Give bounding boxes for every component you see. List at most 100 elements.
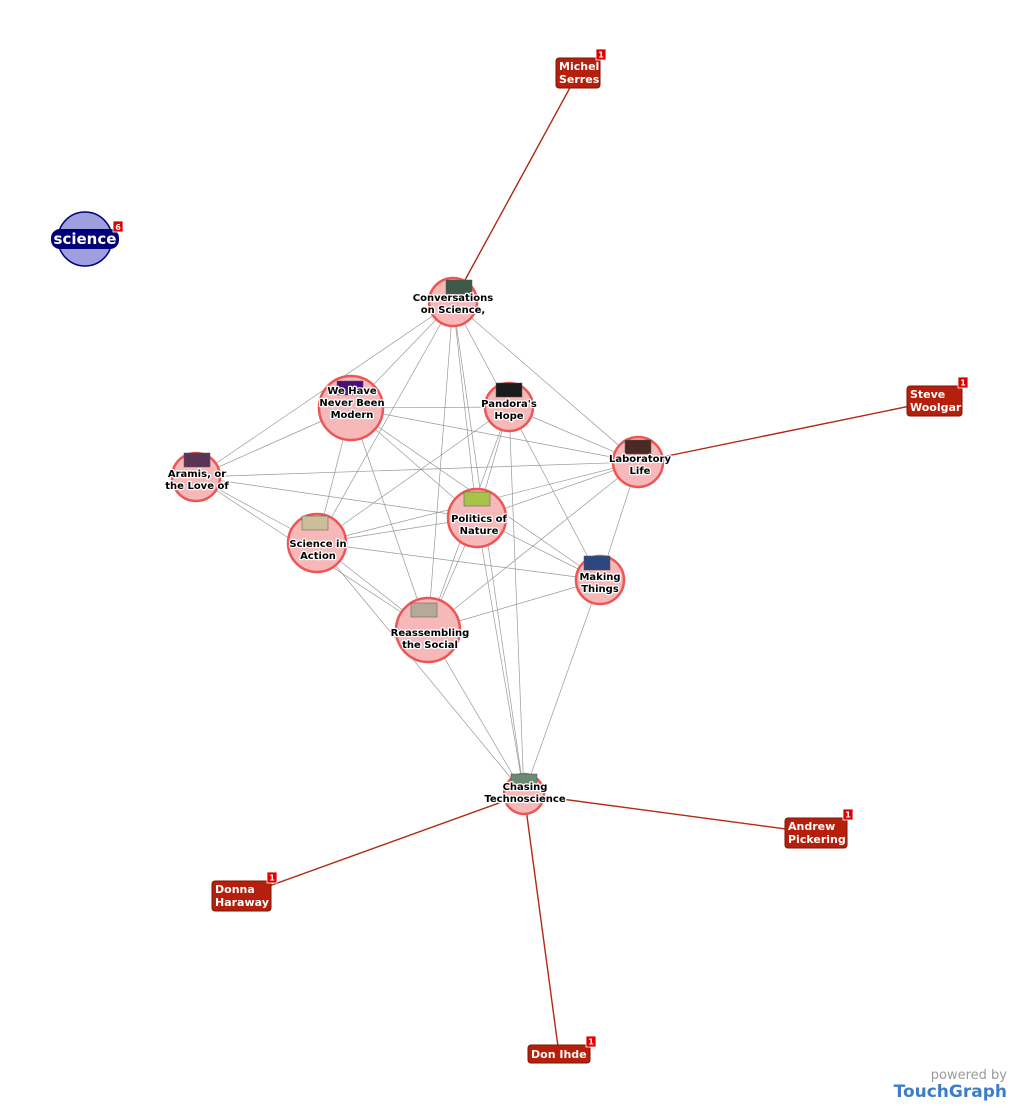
book-link-pandora-science-action — [316, 406, 510, 544]
book-label-line: on Science, — [421, 305, 485, 316]
book-cover-thumbnail — [463, 491, 491, 507]
book-label-line: Laboratory — [609, 454, 671, 465]
count-badge-text: 6 — [115, 223, 121, 232]
author-label-line: Haraway — [215, 896, 269, 909]
book-label-line: Making — [579, 572, 620, 583]
author-label-line: Steve — [910, 388, 945, 401]
branding: powered by TouchGraph — [893, 1068, 1007, 1103]
book-cover-thumbnail — [583, 555, 611, 571]
count-badge-text: 1 — [588, 1038, 594, 1047]
book-cover-thumbnail — [301, 515, 329, 531]
book-link-pandora-making-things — [508, 406, 601, 581]
book-label-line: Technoscience — [484, 794, 565, 805]
author-node-box — [555, 57, 601, 89]
author-node-box — [527, 1044, 591, 1064]
book-link-science-action-making-things — [316, 542, 601, 581]
author-label-line: Andrew — [788, 820, 835, 833]
book-label-line: Action — [300, 551, 336, 562]
count-badge — [112, 220, 124, 233]
book-label-line: Things — [581, 584, 619, 595]
book-label-line: We Have — [327, 386, 377, 397]
book-cover-thumbnail — [336, 380, 364, 396]
book-link-making-things-chasing — [523, 579, 601, 795]
book-label-line: Conversations — [413, 293, 493, 304]
book-cover-thumbnail — [510, 773, 538, 789]
author-link-pickering — [523, 793, 817, 834]
book-link-conversations-lab-life — [452, 301, 639, 463]
count-badge — [595, 48, 607, 61]
count-badge-text: 1 — [845, 811, 851, 820]
book-label-line: Hope — [494, 411, 523, 422]
book-label-line: Never Been — [319, 398, 384, 409]
author-label-line: Serres — [559, 73, 600, 86]
book-link-pandora-chasing — [508, 406, 525, 795]
book-link-conversations-politics — [452, 301, 478, 519]
book-link-conversations-chasing — [452, 301, 525, 795]
book-link-lab-life-aramis — [195, 461, 639, 478]
count-badge — [585, 1035, 597, 1048]
author-node-box — [784, 817, 848, 849]
book-label-line: Aramis, or — [168, 469, 226, 480]
touchgraph-logo[interactable]: TouchGraph — [893, 1082, 1007, 1103]
author-label-line: Don Ihde — [531, 1048, 587, 1061]
book-cover-thumbnail — [445, 279, 473, 295]
author-label-line: Pickering — [788, 833, 846, 846]
count-badge — [957, 376, 969, 389]
count-badge — [842, 808, 854, 821]
book-cover-thumbnail — [410, 602, 438, 618]
author-link-ihde — [523, 793, 560, 1055]
book-link-conversations-reassembling — [427, 301, 454, 631]
book-label-line: Nature — [460, 526, 499, 537]
powered-by-label: powered by — [930, 1068, 1007, 1084]
book-label-line: Politics of — [451, 514, 507, 525]
count-badge-text: 1 — [269, 874, 275, 883]
book-link-aramis-politics — [195, 476, 478, 519]
book-label-line: Modern — [331, 410, 374, 421]
book-label-line: Chasing — [503, 782, 548, 793]
book-label-line: Pandora's — [481, 399, 537, 410]
author-label-line: Woolgar — [910, 401, 962, 414]
author-label-line: Donna — [215, 883, 255, 896]
topic-label: science — [54, 230, 117, 248]
count-badge — [266, 871, 278, 884]
book-link-never-modern-reassembling — [350, 407, 429, 631]
count-badge-text: 1 — [960, 379, 966, 388]
book-label-line: Life — [630, 466, 651, 477]
author-label-line: Michel — [559, 60, 599, 73]
book-cover-thumbnail — [624, 439, 652, 455]
topic-node-chip — [51, 229, 119, 249]
author-link-serres — [452, 72, 579, 303]
author-link-woolgar — [637, 400, 935, 463]
book-cover-thumbnail — [495, 382, 523, 398]
book-label-line: the Love of — [165, 481, 229, 492]
author-link-haraway — [241, 793, 525, 897]
book-label-line: the Social — [402, 640, 458, 651]
book-node-circle — [317, 374, 385, 442]
book-link-conversations-science-action — [316, 301, 454, 544]
book-label-line: Science in — [289, 539, 346, 550]
author-node-box — [906, 385, 963, 417]
count-badge-text: 1 — [598, 51, 604, 60]
book-link-never-modern-lab-life — [350, 407, 639, 463]
book-node-circle — [446, 487, 508, 549]
author-node-box — [211, 880, 272, 912]
book-link-politics-chasing — [476, 517, 525, 795]
